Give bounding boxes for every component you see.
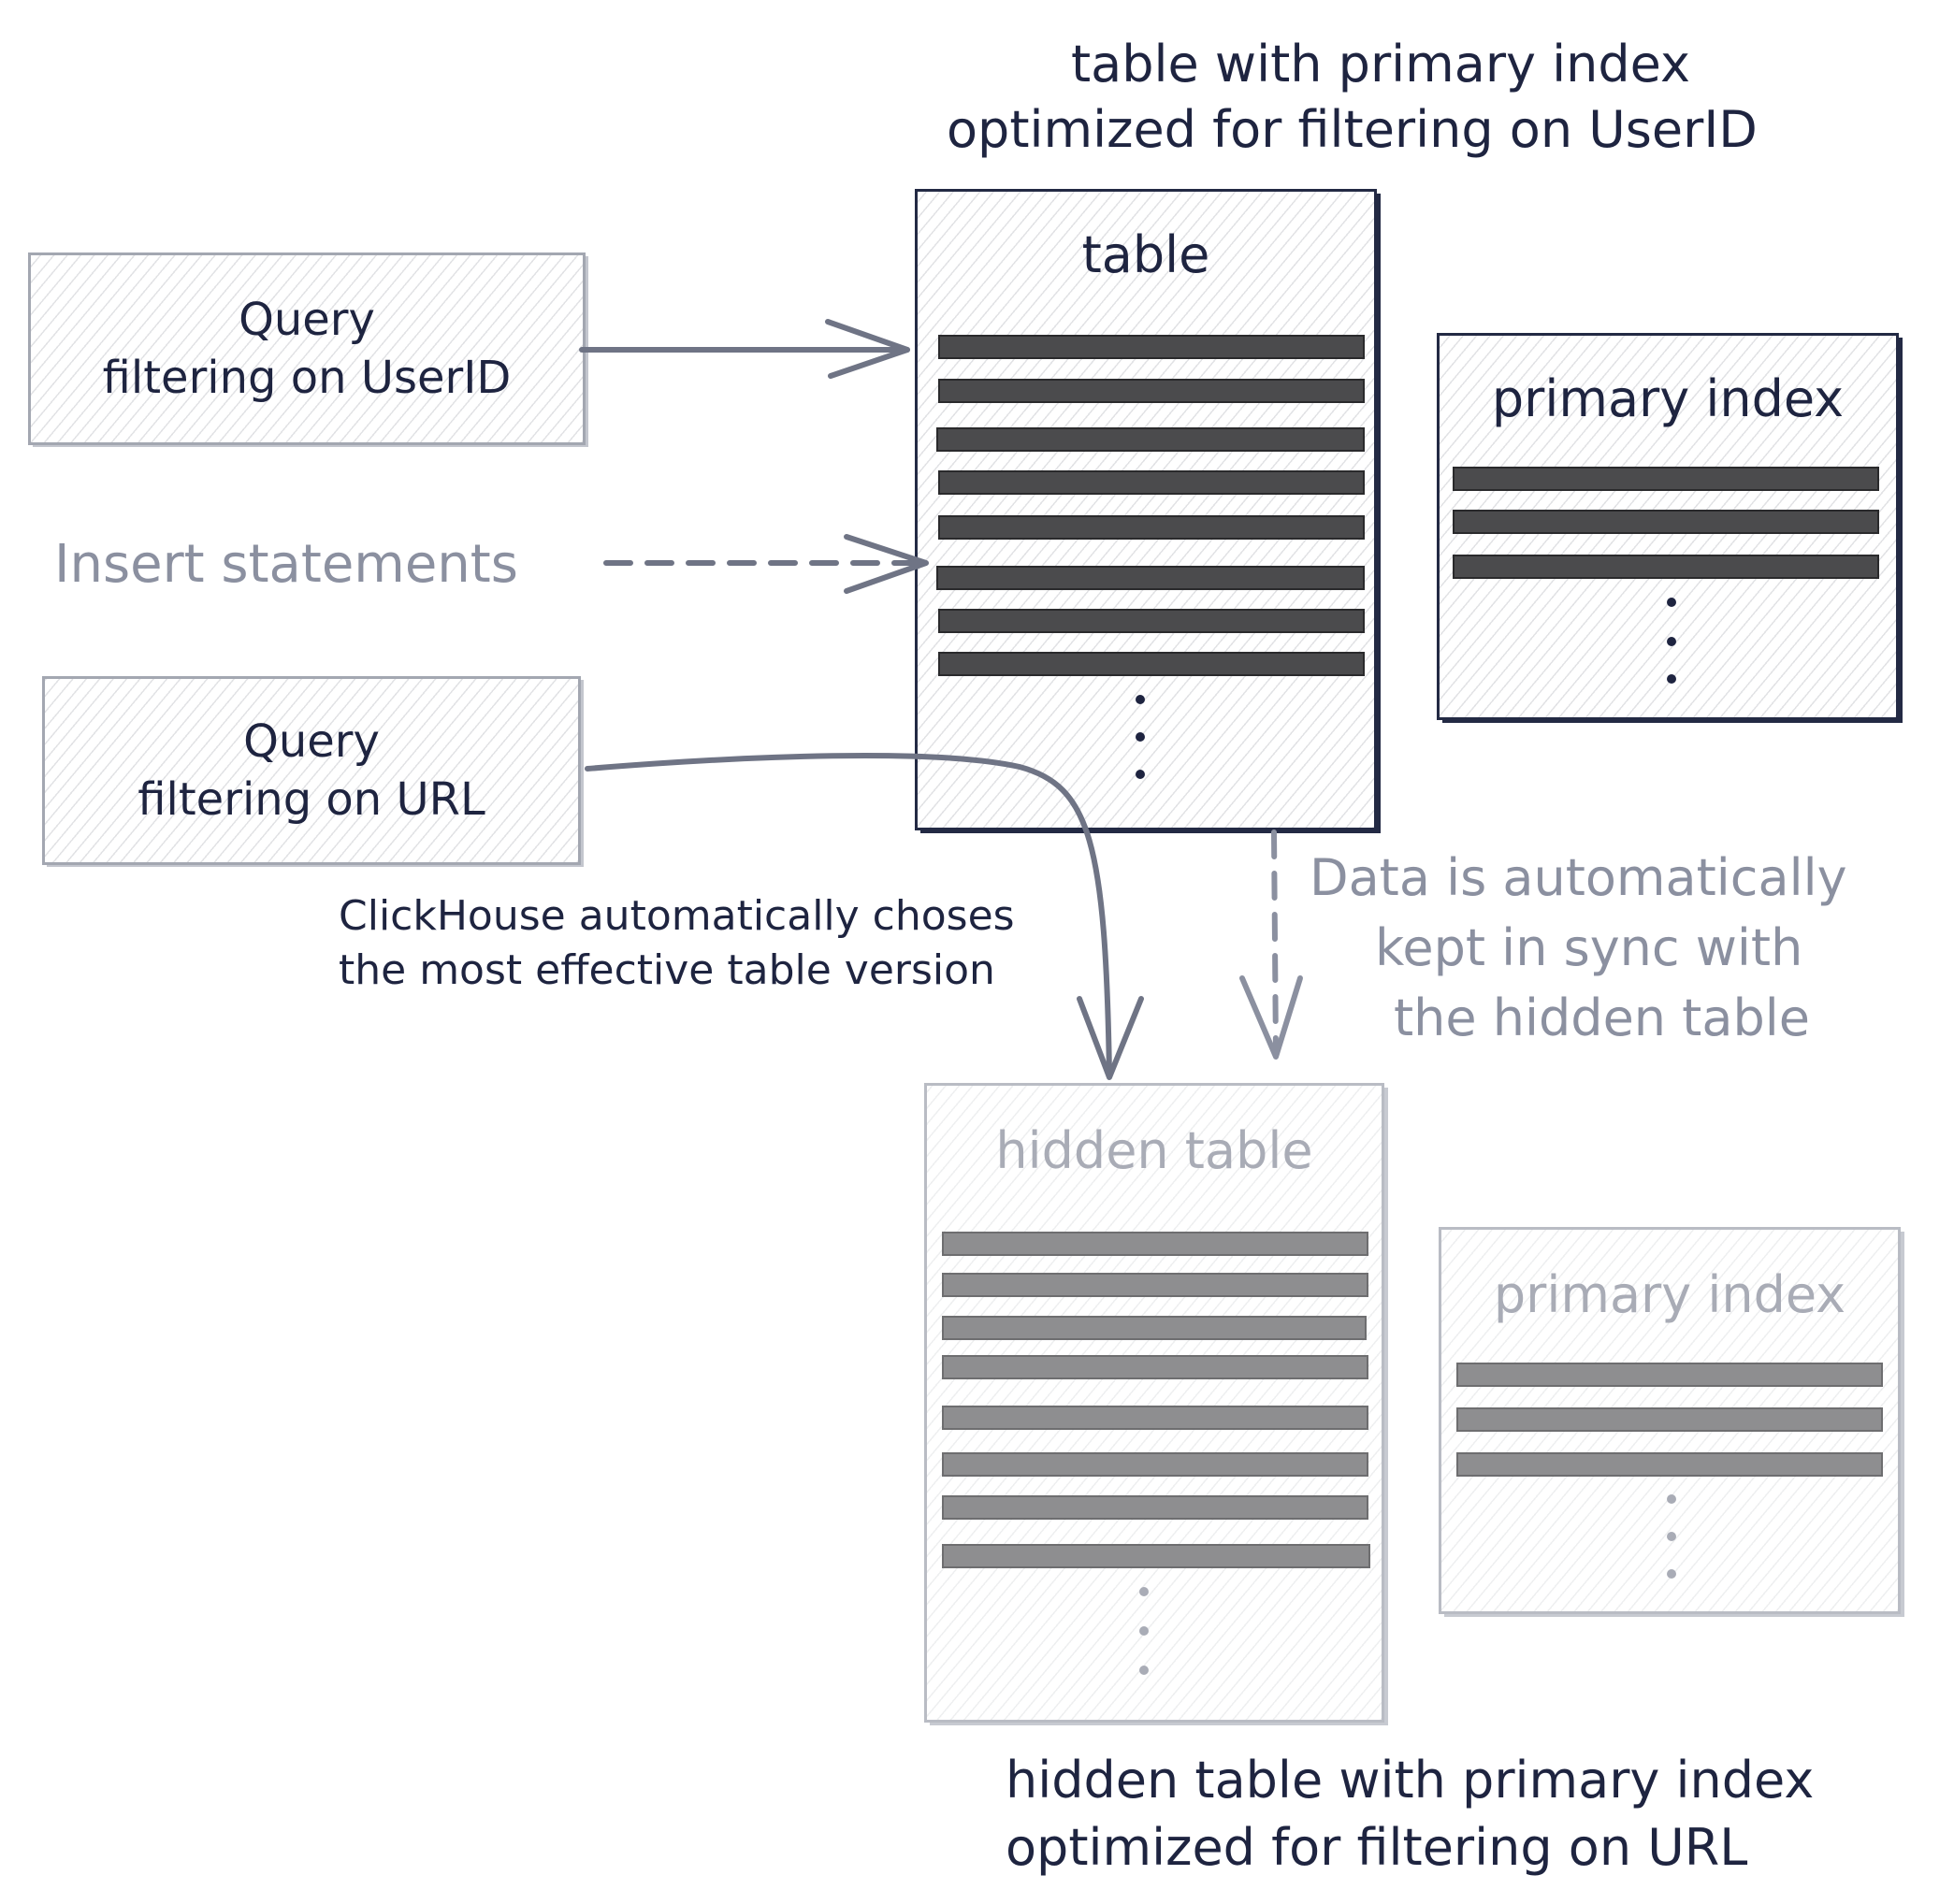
- top-caption-line1: table with primary index: [1071, 35, 1690, 94]
- insert-statements-label: Insert statements: [54, 534, 518, 595]
- hidden-table-row: [942, 1452, 1368, 1477]
- query-userid-line1: Query: [239, 293, 375, 346]
- sync-note-line2: kept in sync with: [1375, 918, 1803, 977]
- hidden-index-row: [1456, 1452, 1883, 1477]
- hidden-table-title: hidden table: [995, 1121, 1313, 1180]
- main-table-row: [936, 566, 1365, 590]
- top-caption-line2: optimized for filtering on UserID: [947, 100, 1758, 159]
- hidden-index-row: [1456, 1407, 1883, 1432]
- hidden-primary-index: primary index: [1439, 1227, 1901, 1614]
- hidden-table: hidden table: [924, 1083, 1384, 1723]
- main-table-row: [938, 379, 1365, 403]
- main-table: table: [915, 189, 1377, 830]
- sync-note-line3: the hidden table: [1394, 988, 1810, 1047]
- query-userid-line2: filtering on UserID: [102, 352, 512, 404]
- hidden-index-ellipsis-dot: [1667, 1494, 1676, 1504]
- query-url-line2: filtering on URL: [138, 773, 485, 826]
- hidden-table-row: [942, 1316, 1367, 1340]
- arrow-table-to-hidden-sync: [1239, 829, 1303, 1060]
- main-primary-index: primary index: [1437, 333, 1899, 720]
- sync-note-line1: Data is automatically: [1310, 848, 1847, 907]
- hidden-table-ellipsis-dot: [1139, 1587, 1149, 1596]
- hidden-table-row: [942, 1406, 1368, 1430]
- main-table-row: [938, 652, 1365, 676]
- main-primary-index-title: primary index: [1491, 369, 1845, 428]
- bottom-caption-line1: hidden table with primary index: [1006, 1751, 1815, 1810]
- main-table-row: [938, 609, 1365, 633]
- hidden-table-row: [942, 1273, 1368, 1297]
- main-index-ellipsis-dot: [1667, 637, 1676, 646]
- main-index-row: [1453, 555, 1879, 579]
- auto-choose-note-line2: the most effective table version: [339, 946, 995, 994]
- hidden-table-row: [942, 1232, 1368, 1256]
- hidden-index-ellipsis-dot: [1667, 1569, 1676, 1579]
- arrow-url-to-hidden-table: [585, 753, 1144, 1080]
- main-table-title: table: [1081, 225, 1210, 284]
- main-index-ellipsis-dot: [1667, 674, 1676, 684]
- hidden-table-row: [942, 1544, 1370, 1568]
- query-url-box: Query filtering on URL: [42, 676, 581, 865]
- hidden-table-ellipsis-dot: [1139, 1666, 1149, 1675]
- query-url-line1: Query: [243, 714, 380, 768]
- hidden-index-ellipsis-dot: [1667, 1532, 1676, 1541]
- arrow-insert-to-table: [603, 534, 929, 594]
- main-table-row: [938, 335, 1365, 359]
- hidden-primary-index-title: primary index: [1493, 1265, 1846, 1324]
- main-table-row: [938, 470, 1365, 495]
- hidden-table-ellipsis-dot: [1139, 1626, 1149, 1636]
- main-index-row: [1453, 467, 1879, 491]
- main-table-ellipsis-dot: [1136, 695, 1145, 704]
- main-table-ellipsis-dot: [1136, 732, 1145, 742]
- main-table-row: [936, 427, 1365, 452]
- hidden-table-row: [942, 1355, 1368, 1379]
- auto-choose-note-line1: ClickHouse automatically choses: [339, 892, 1015, 940]
- main-index-row: [1453, 510, 1879, 534]
- main-table-row: [938, 515, 1365, 540]
- arrow-userid-to-table: [579, 319, 910, 379]
- hidden-table-row: [942, 1495, 1368, 1520]
- main-table-ellipsis-dot: [1136, 770, 1145, 779]
- hidden-index-row: [1456, 1363, 1883, 1387]
- bottom-caption-line2: optimized for filtering on URL: [1006, 1818, 1748, 1877]
- main-index-ellipsis-dot: [1667, 598, 1676, 607]
